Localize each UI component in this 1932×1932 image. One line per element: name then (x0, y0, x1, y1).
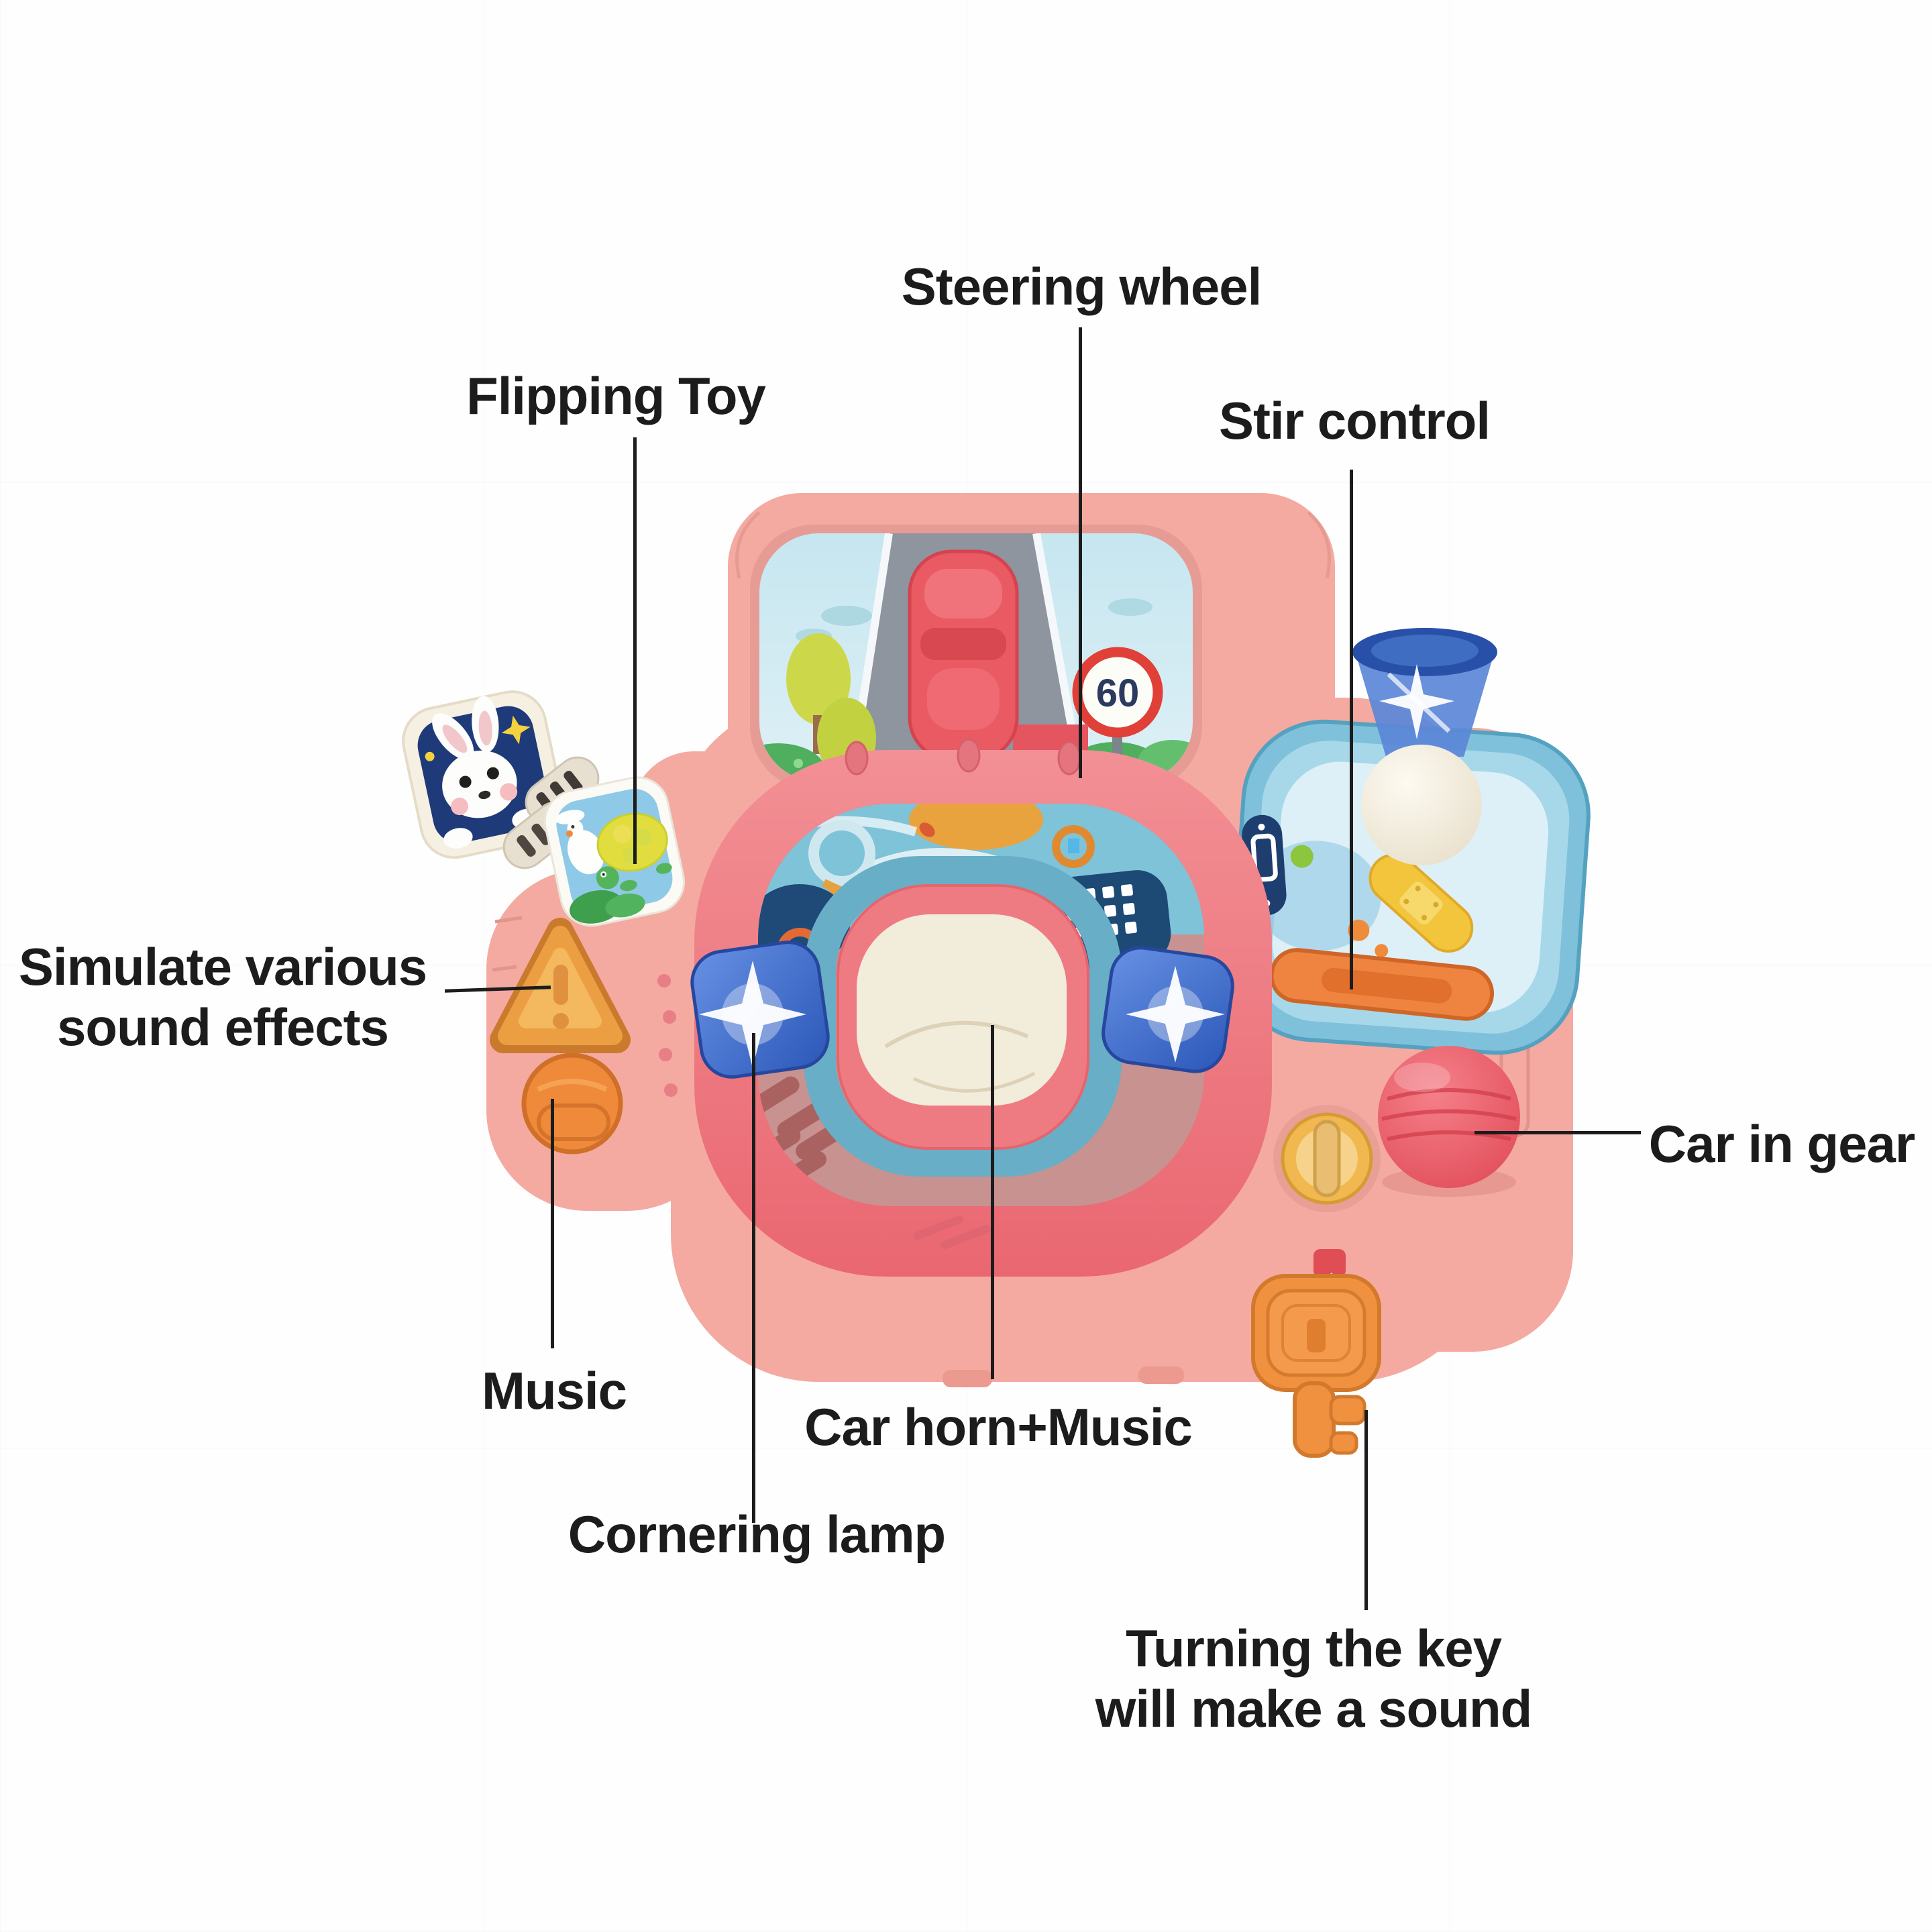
label-car-in-gear: Car in gear (1649, 1114, 1915, 1174)
callout-line-cornering-lamp (752, 1033, 755, 1523)
stir-stick (1269, 948, 1495, 1021)
label-stir-control: Stir control (1218, 390, 1491, 451)
label-cornering-lamp-text: Cornering lamp (568, 1505, 946, 1564)
label-turning-key-line1: Turning the key (1126, 1619, 1502, 1678)
funnel-cone (1352, 628, 1497, 757)
cloud (1108, 598, 1152, 616)
sparkle-icon (1126, 966, 1225, 1063)
flip-card-turtle (543, 776, 686, 927)
label-turning-key-line2: will make a sound (1095, 1679, 1533, 1738)
label-flipping-toy: Flipping Toy (466, 366, 766, 426)
callout-line-car-horn (991, 1025, 994, 1379)
callout-line-car-in-gear (1474, 1131, 1641, 1134)
toy-key (1251, 1274, 1381, 1458)
horn-pad (857, 914, 1067, 1106)
bottom-tab (943, 1370, 992, 1387)
star-icon (501, 715, 531, 745)
key-connector (1313, 1249, 1346, 1277)
label-simulate-sound: Simulate various sound effects (19, 936, 427, 1057)
speed-limit-text: 60 (1096, 672, 1140, 715)
stir-ball (1361, 745, 1482, 865)
rim-grip (914, 1216, 990, 1249)
callout-line-music (551, 1099, 554, 1348)
housing-seam-left (735, 511, 761, 579)
bottom-tab (1138, 1366, 1184, 1384)
label-simulate-sound-line2: sound effects (56, 998, 389, 1057)
cloud (821, 606, 872, 626)
label-steering-wheel: Steering wheel (902, 256, 1262, 317)
callout-line-flipping-toy (633, 437, 637, 864)
label-simulate-sound-line1: Simulate various (18, 937, 427, 996)
label-music: Music (482, 1360, 627, 1421)
label-flipping-toy-text: Flipping Toy (466, 366, 766, 425)
stir-tray (1230, 719, 1591, 1055)
tray-decal-bandaid (1368, 853, 1474, 953)
rim-stud (1057, 741, 1081, 775)
sparkle-icon (699, 961, 806, 1068)
callout-line-stir-control (1350, 470, 1353, 989)
music-button (521, 1053, 623, 1155)
label-steering-wheel-text: Steering wheel (901, 257, 1262, 316)
warning-triangle-button (490, 918, 631, 1053)
scene-car (908, 549, 1088, 782)
rim-nubs (657, 974, 678, 1097)
ignition-keyhole (1273, 1105, 1381, 1212)
gear-dome-button (1378, 1046, 1520, 1197)
rim-stud (845, 741, 869, 775)
exclamation-icon (553, 965, 568, 1005)
tray-decal-dot (1290, 845, 1313, 868)
label-turning-key: Turning the key will make a sound (1095, 1618, 1533, 1739)
wing-seam-ticks (492, 916, 523, 972)
label-car-in-gear-text: Car in gear (1648, 1114, 1915, 1173)
label-cornering-lamp: Cornering lamp (568, 1504, 946, 1564)
label-car-horn-music-text: Car horn+Music (804, 1397, 1193, 1456)
housing-seam-right (1307, 511, 1331, 579)
steering-wheel (657, 738, 1272, 1277)
callout-line-steering-wheel (1079, 327, 1082, 778)
callout-line-turning-key (1364, 1410, 1368, 1610)
turtle (596, 812, 672, 892)
speed-limit-sign: 60 (1072, 647, 1163, 766)
label-music-text: Music (481, 1361, 627, 1420)
goose (567, 830, 604, 875)
rim-stud (957, 738, 981, 773)
label-car-horn-music: Car horn+Music (804, 1397, 1193, 1457)
label-stir-control-text: Stir control (1218, 391, 1491, 450)
flip-card-rabbit (402, 690, 565, 859)
